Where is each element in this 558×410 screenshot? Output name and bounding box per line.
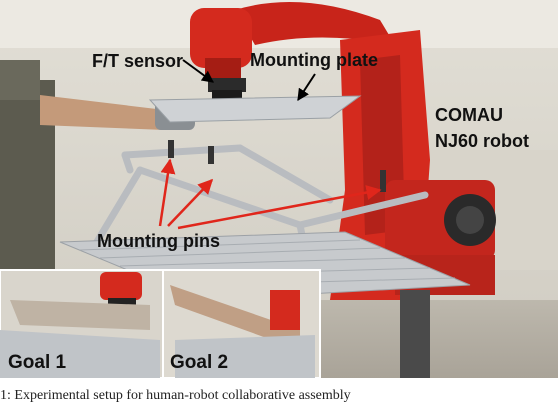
ft-sensor <box>208 78 246 100</box>
ft-sensor-label: F/T sensor <box>92 51 183 71</box>
inset-goal-2: Goal 2 <box>162 269 321 378</box>
mounting-pins <box>168 140 386 192</box>
mounting-pins-label: Mounting pins <box>97 231 220 251</box>
ft-sensor-arrow <box>182 59 214 83</box>
robot-label-line1: COMAU <box>435 105 503 125</box>
figure-caption: 1: Experimental setup for human-robot co… <box>0 388 351 403</box>
goal-2-label: Goal 2 <box>170 352 228 373</box>
goal-1-label: Goal 1 <box>8 352 67 373</box>
mounting-plate-label: Mounting plate <box>250 50 378 70</box>
mounting-pins-arrows <box>158 158 382 230</box>
robot-label-line2: NJ60 robot <box>435 131 529 151</box>
human-operator <box>0 60 195 280</box>
inset-goal-1: Goal 1 <box>0 269 164 378</box>
mounting-plate <box>148 95 362 123</box>
experimental-setup-photo: Goal 1 Goal 2 F/T sensor Mounting plate … <box>0 0 558 378</box>
mounting-plate-arrow <box>297 73 316 102</box>
